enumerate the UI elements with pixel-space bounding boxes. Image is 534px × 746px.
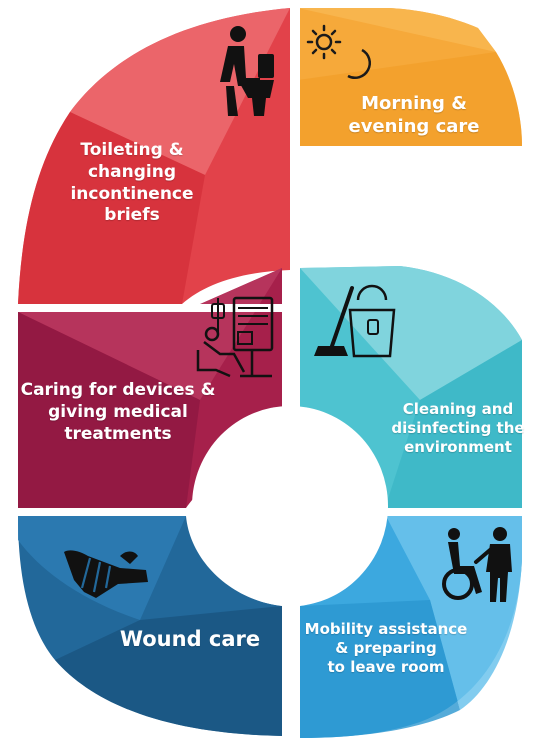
divider-upper xyxy=(0,304,290,312)
medical-device-icon xyxy=(196,296,274,378)
segment-morning xyxy=(298,8,522,146)
label-devices: Caring for devices & giving medical trea… xyxy=(20,380,216,444)
divider-lower xyxy=(0,508,534,516)
bandaged-arm-icon xyxy=(64,550,148,598)
cleaning-bucket-icon xyxy=(314,284,396,358)
divider-right-upper xyxy=(300,146,534,266)
label-toileting: Toileting & changing incontinence briefs xyxy=(70,140,194,226)
label-cleaning: Cleaning and disinfecting the environmen… xyxy=(391,400,525,457)
wheelchair-assist-icon xyxy=(442,527,512,602)
label-morning: Morning & evening care xyxy=(348,93,480,138)
vertical-divider xyxy=(290,0,300,746)
toilet-icon xyxy=(220,26,274,116)
label-mobility: Mobility assistance & preparing to leave… xyxy=(304,620,468,677)
sun-moon-icon xyxy=(306,24,372,79)
label-wound: Wound care xyxy=(119,627,261,651)
